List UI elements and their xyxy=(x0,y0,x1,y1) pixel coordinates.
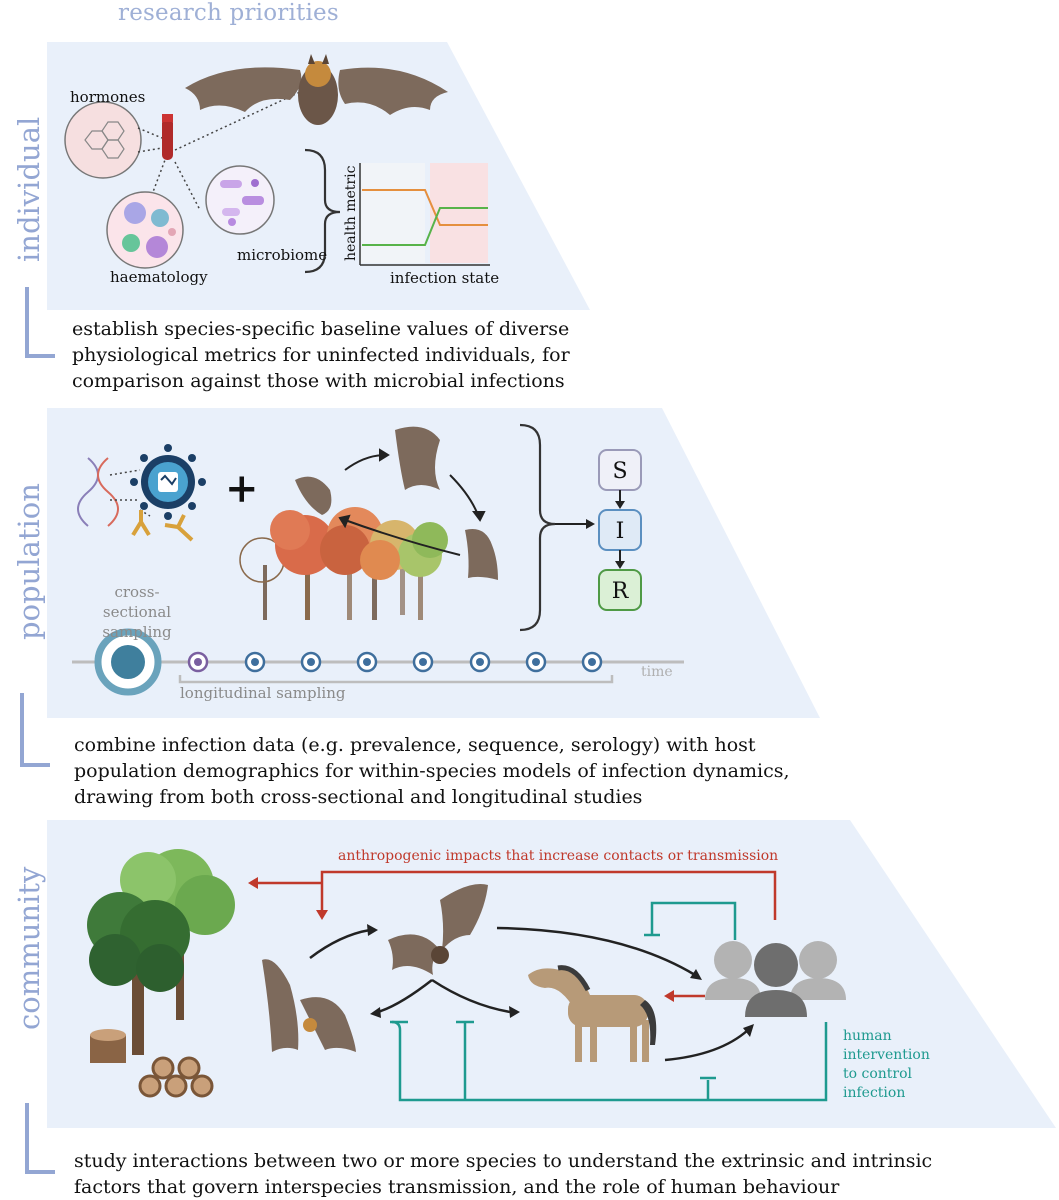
humans-icon xyxy=(705,941,846,1017)
sir-label-s: S xyxy=(612,459,627,484)
blood-connectors xyxy=(137,91,301,211)
sir-input-arrowhead xyxy=(586,519,595,529)
level-label-community: community xyxy=(12,866,46,1030)
individual-caption-line: physiological metrics for uninfected ind… xyxy=(72,344,570,366)
haematology-icon xyxy=(106,191,184,269)
plus-sign: + xyxy=(225,465,259,512)
intervention-label-line: to control xyxy=(843,1066,913,1082)
microbiome-label: microbiome xyxy=(237,246,328,264)
antibody-icon xyxy=(131,510,194,542)
population-caption-line: combine infection data (e.g. prevalence,… xyxy=(74,734,756,756)
bat-population-illustration xyxy=(295,426,498,580)
longitudinal-dot-center xyxy=(194,658,202,666)
population-caption-line: drawing from both cross-sectional and lo… xyxy=(74,786,643,808)
longitudinal-bracket xyxy=(178,675,614,684)
population-caption: combine infection data (e.g. prevalence,… xyxy=(74,732,790,810)
longitudinal-dot-center xyxy=(307,658,315,666)
longitudinal-dot-center xyxy=(419,658,427,666)
community-bat-hanging xyxy=(262,959,356,1052)
population-caption-line: population demographics for within-speci… xyxy=(74,760,790,782)
human-to-horse-arrowhead xyxy=(664,990,674,1002)
longitudinal-dot-center xyxy=(251,658,259,666)
blood-tube-icon xyxy=(162,114,173,160)
arrowhead-horse-to-humans xyxy=(743,1024,754,1037)
community-caption-line: factors that govern interspecies transmi… xyxy=(74,1176,840,1198)
longitudinal-dot-center xyxy=(363,658,371,666)
series-line-green xyxy=(362,207,488,246)
movement-arrows xyxy=(338,448,486,556)
individual-brace xyxy=(304,148,341,274)
intervention-label: human intervention to control infection xyxy=(843,1027,930,1103)
cross-sectional-label: cross-sectional sampling xyxy=(84,582,190,642)
dna-icon xyxy=(77,457,119,527)
arrowhead-to-horse xyxy=(509,1006,520,1018)
longitudinal-dots xyxy=(187,651,603,673)
anthropogenic-arrowhead-down xyxy=(316,910,328,920)
intervention-label-line: infection xyxy=(843,1085,906,1101)
cross-sectional-label-line: cross-sectional xyxy=(102,583,172,621)
community-trees xyxy=(87,849,235,1055)
horse-illustration xyxy=(528,965,657,1062)
community-caption: study interactions between two or more s… xyxy=(74,1148,932,1200)
microbiome-icon xyxy=(205,165,275,235)
individual-caption-line: comparison against those with microbial … xyxy=(72,370,565,392)
longitudinal-dot-center xyxy=(588,658,596,666)
level-label-population: population xyxy=(12,483,46,640)
level-label-individual: individual xyxy=(12,116,46,262)
bat-illustration xyxy=(185,54,448,125)
population-caption-bracket xyxy=(20,693,50,767)
hormones-label: hormones xyxy=(70,88,146,106)
cross-sectional-label-line: sampling xyxy=(102,623,172,641)
individual-caption-bracket xyxy=(25,287,55,358)
sir-box-r xyxy=(598,569,642,611)
community-bat-flying xyxy=(388,884,488,975)
hormones-icon xyxy=(64,101,142,179)
longitudinal-label: longitudinal sampling xyxy=(180,684,346,702)
chart-y-label: health metric xyxy=(343,165,359,261)
arrowhead-to-hanging-bat xyxy=(370,1007,381,1018)
time-label: time xyxy=(641,664,673,680)
intervention-label-line: intervention xyxy=(843,1047,930,1063)
intervention-lines xyxy=(390,901,828,1102)
haematology-label: haematology xyxy=(110,268,208,286)
figure-title: research priorities xyxy=(118,0,339,26)
anthropogenic-arrows xyxy=(258,870,777,920)
arrowhead-to-bat xyxy=(367,924,378,936)
community-caption-line: study interactions between two or more s… xyxy=(74,1150,933,1172)
anthropogenic-label: anthropogenic impacts that increase cont… xyxy=(338,848,779,864)
community-caption-bracket xyxy=(25,1103,55,1174)
series-line-orange xyxy=(362,189,488,226)
stump-and-logs xyxy=(90,1029,214,1098)
sir-model xyxy=(598,449,642,611)
anthropogenic-arrowhead-left xyxy=(248,877,258,889)
longitudinal-dot-center xyxy=(532,658,540,666)
health-metric-chart xyxy=(359,163,490,266)
individual-caption: establish species-specific baseline valu… xyxy=(72,316,570,394)
individual-caption-line: establish species-specific baseline valu… xyxy=(72,318,570,340)
longitudinal-dot-center xyxy=(476,658,484,666)
arrowhead-to-humans xyxy=(690,969,702,980)
cross-sectional-target xyxy=(94,628,162,696)
sir-label-r: R xyxy=(612,579,630,604)
intervention-label-line: human xyxy=(843,1028,892,1044)
sir-label-i: I xyxy=(616,519,625,544)
virus-icon xyxy=(130,444,206,520)
chart-x-label: infection state xyxy=(390,269,500,287)
transmission-arrows xyxy=(309,926,749,1062)
